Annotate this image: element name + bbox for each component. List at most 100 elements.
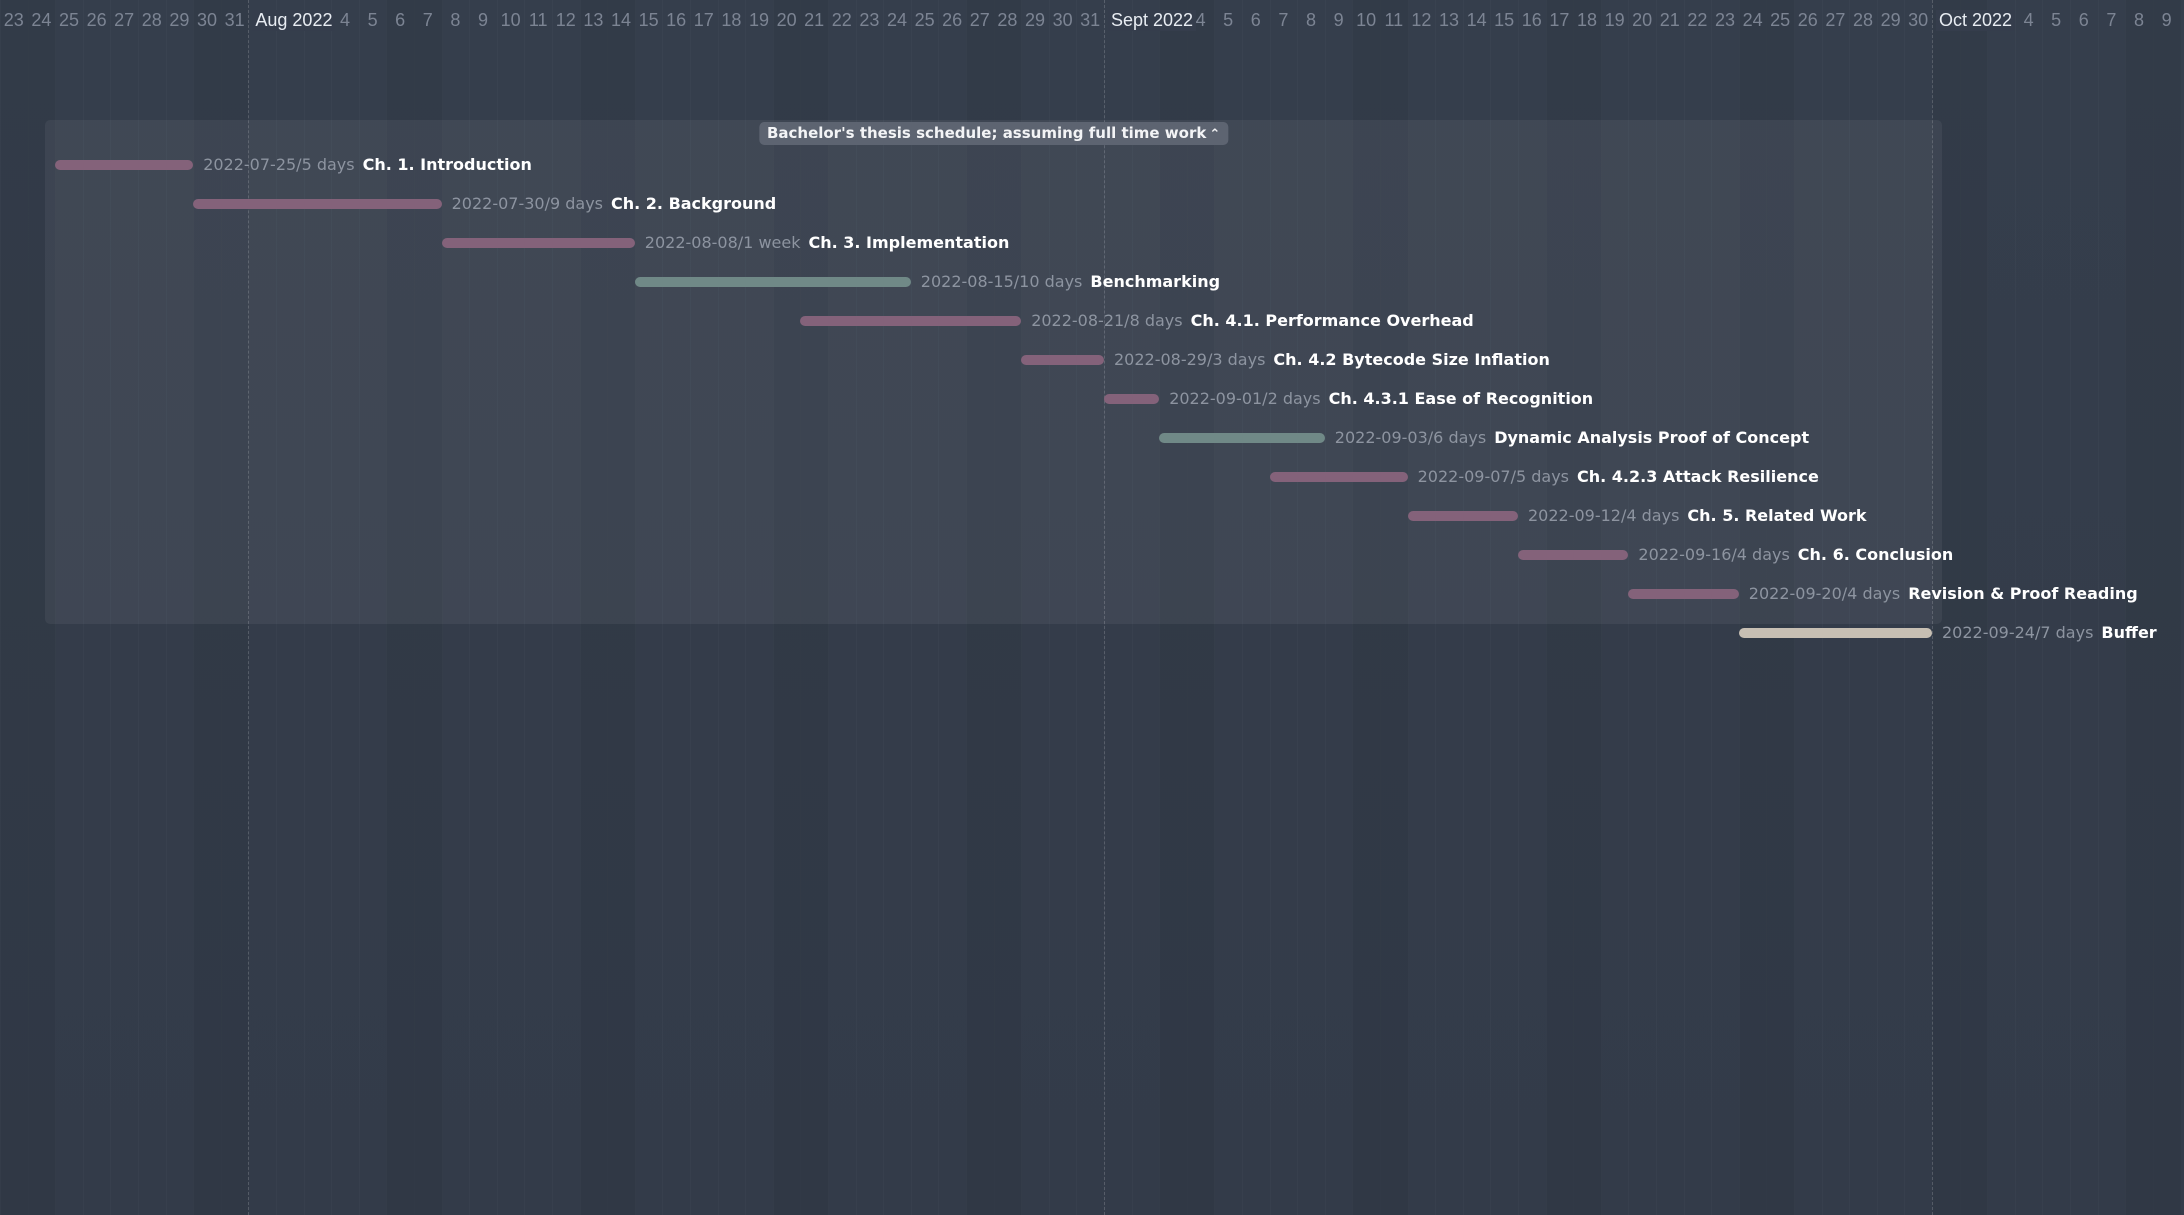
day-column	[993, 0, 1023, 1215]
axis-day-tick: 8	[450, 10, 461, 30]
task-bar[interactable]	[55, 160, 194, 170]
day-column	[800, 0, 829, 1215]
task-label: 2022-08-15/10 days Benchmarking	[921, 272, 1220, 292]
day-column	[2042, 0, 2071, 1215]
axis-day-tick: 5	[2051, 10, 2062, 30]
axis-day-tick: 15	[1494, 10, 1515, 30]
axis-day-tick: 26	[1797, 10, 1818, 30]
day-column	[579, 0, 609, 1215]
task-bar[interactable]	[1407, 511, 1518, 521]
axis-day-tick: 12	[1411, 10, 1432, 30]
day-column	[1959, 0, 1989, 1215]
axis-day-tick: 30	[1908, 10, 1929, 30]
day-column	[1352, 0, 1381, 1215]
task-bar[interactable]	[1628, 589, 1739, 599]
task-bar[interactable]	[193, 199, 442, 209]
task-label: 2022-07-30/9 days Ch. 2. Background	[452, 194, 777, 214]
day-column	[1932, 0, 1961, 1215]
group-title-button[interactable]: Bachelor's thesis schedule; assuming ful…	[758, 122, 1229, 145]
task-bar[interactable]	[1021, 355, 1104, 365]
axis-day-tick: 27	[969, 10, 990, 30]
task-name: Ch. 2. Background	[611, 194, 777, 213]
axis-day-tick: 8	[2133, 10, 2145, 30]
axis-day-tick: 6	[395, 10, 406, 30]
task-bar[interactable]	[800, 316, 1022, 326]
day-column	[1159, 0, 1188, 1215]
task-name: Benchmarking	[1090, 272, 1221, 291]
axis-day-tick: 4	[1195, 10, 1206, 30]
axis-day-tick: 28	[1852, 10, 1874, 30]
axis-day-tick: 29	[169, 10, 190, 30]
task-meta: 2022-07-30/9 days	[451, 194, 603, 213]
day-column	[1738, 0, 1768, 1215]
task-name: Ch. 1. Introduction	[362, 155, 532, 174]
axis-day-tick: 16	[666, 10, 687, 30]
task-meta: 2022-07-25/5 days	[203, 155, 355, 174]
task-bar[interactable]	[1738, 628, 1932, 638]
axis-day-tick: 27	[1825, 10, 1846, 30]
axis-day-tick: 7	[422, 10, 433, 30]
day-column	[607, 0, 636, 1215]
task-meta: 2022-08-21/8 days	[1031, 311, 1183, 330]
day-column	[1573, 0, 1602, 1215]
day-column	[1545, 0, 1575, 1215]
axis-day-tick: 12	[555, 10, 576, 30]
axis-day-tick: 24	[886, 10, 908, 30]
day-column	[27, 0, 57, 1215]
group-title-label: Bachelor's thesis schedule; assuming ful…	[766, 124, 1207, 142]
axis-day-tick: 17	[1549, 10, 1570, 30]
day-column	[1766, 0, 1795, 1215]
task-name: Buffer	[2101, 623, 2157, 642]
axis-day-tick: 28	[141, 10, 162, 30]
day-column	[2125, 0, 2154, 1215]
day-column	[1987, 0, 2016, 1215]
axis-day-tick: 30	[196, 10, 218, 30]
task-meta: 2022-09-03/6 days	[1334, 428, 1487, 447]
axis-day-tick: 4	[339, 10, 351, 30]
month-divider	[1932, 0, 1933, 1215]
task-bar[interactable]	[1518, 550, 1629, 560]
axis-day-tick: 25	[1770, 10, 1791, 30]
axis-day-tick: 25	[914, 10, 935, 30]
axis-day-tick: 30	[1052, 10, 1073, 30]
day-column	[2070, 0, 2099, 1215]
task-name: Ch. 4.2 Bytecode Size Inflation	[1273, 350, 1550, 369]
axis-day-tick: 4	[2023, 10, 2034, 30]
axis-day-tick: 29	[1880, 10, 1901, 30]
task-bar[interactable]	[441, 238, 635, 248]
task-meta: 2022-09-16/4 days	[1638, 545, 1790, 564]
task-bar[interactable]	[1269, 472, 1408, 482]
task-bar[interactable]	[1159, 433, 1325, 443]
axis-day-tick: 28	[997, 10, 1018, 30]
axis-day-tick: 9	[1333, 10, 1344, 30]
axis-day-tick: 9	[2161, 10, 2172, 30]
task-name: Ch. 3. Implementation	[808, 233, 1010, 252]
day-column	[772, 0, 802, 1215]
axis-day-tick: 26	[942, 10, 963, 30]
axis-day-tick: 15	[638, 10, 659, 30]
axis-day-tick: 22	[1687, 10, 1708, 30]
task-bar[interactable]	[634, 277, 911, 287]
axis-day-tick: 23	[3, 10, 24, 30]
axis-day-tick: 21	[1659, 10, 1680, 30]
axis-day-tick: 18	[721, 10, 742, 30]
axis-day-tick: 20	[776, 10, 797, 30]
axis-month-label: Sept 2022	[1108, 10, 1197, 31]
axis-day-tick: 31	[1080, 10, 1101, 30]
task-meta: 2022-08-15/10 days	[920, 272, 1083, 291]
task-bar[interactable]	[1104, 394, 1160, 404]
axis-day-tick: 27	[114, 10, 135, 30]
task-meta: 2022-09-20/4 days	[1748, 584, 1901, 603]
axis-day-tick: 6	[1250, 10, 1261, 30]
axis-month-label: Oct 2022	[1936, 10, 2016, 31]
axis-day-tick: 26	[86, 10, 107, 30]
axis-day-tick: 10	[1356, 10, 1377, 30]
axis-day-tick: 9	[477, 10, 489, 30]
axis-day-tick: 13	[583, 10, 604, 30]
